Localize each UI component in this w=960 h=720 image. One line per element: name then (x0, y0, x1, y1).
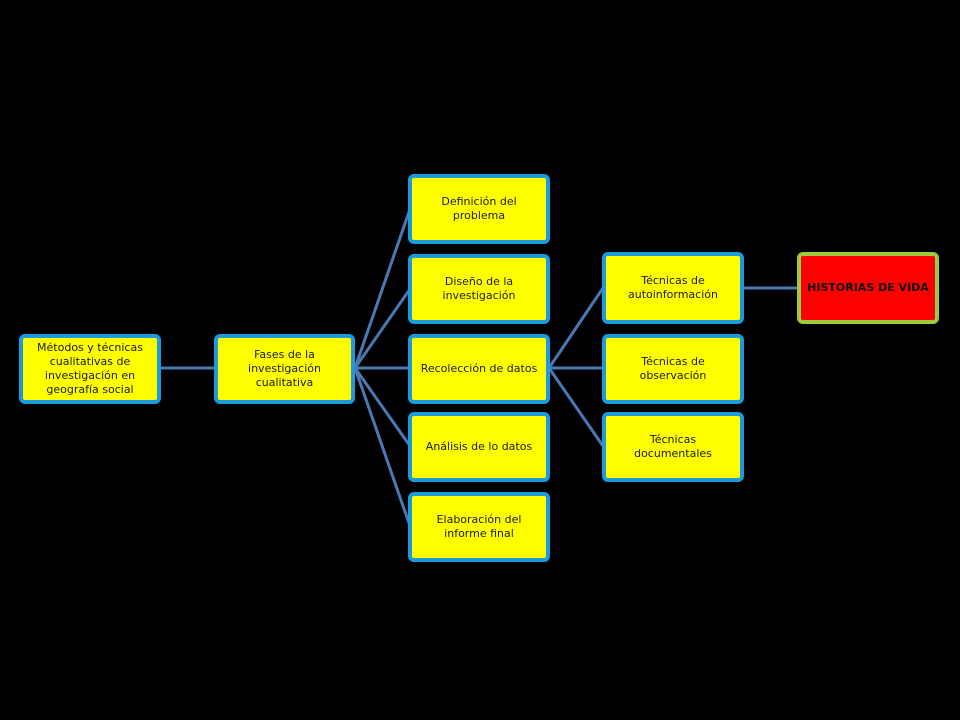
step-node-5: Elaboración del informe final (408, 492, 550, 562)
step-node-2: Diseño de la investigación (408, 254, 550, 324)
connector-phases-step-2 (353, 288, 412, 369)
technique-node-3: Técnicas documentales (602, 412, 744, 482)
step-node-3: Recolección de datos (408, 334, 550, 404)
phases-node: Fases de la investigación cualitativa (214, 334, 355, 404)
connector-phases-step-5 (353, 367, 412, 527)
connector-step-3-technique-3 (547, 367, 605, 447)
connector-phases-step-1 (353, 208, 412, 369)
technique-node-2: Técnicas de observación (602, 334, 744, 404)
highlight-node: HISTORIAS DE VIDA (797, 252, 939, 324)
connector-phases-step-4 (353, 367, 412, 447)
step-node-4: Análisis de lo datos (408, 412, 550, 482)
connector-step-3-technique-1 (547, 287, 605, 369)
technique-node-1: Técnicas de autoinformación (602, 252, 744, 324)
step-node-1: Definición del problema (408, 174, 550, 244)
root-node: Métodos y técnicas cualitativas de inves… (19, 334, 161, 404)
